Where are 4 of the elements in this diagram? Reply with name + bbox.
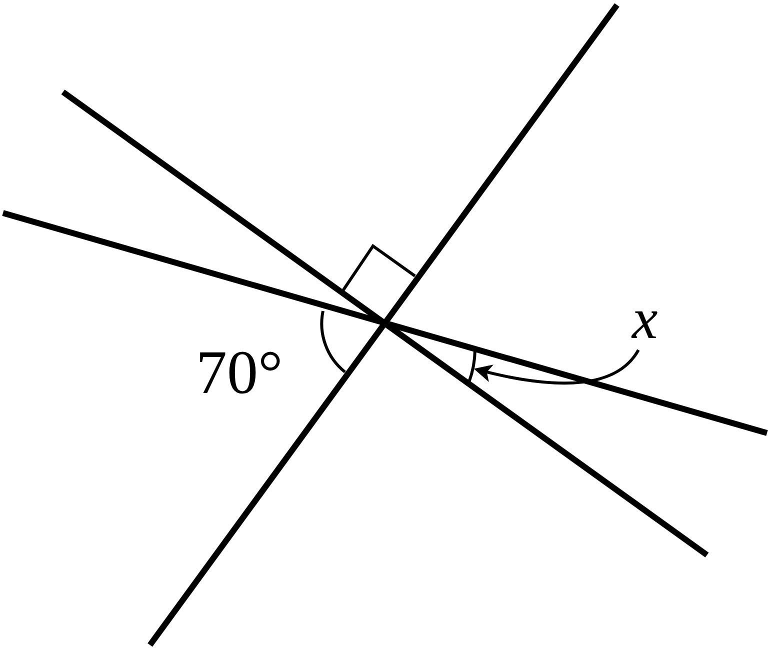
leader-arrow	[474, 349, 640, 385]
angle-label: 70°	[196, 342, 283, 404]
angle-label: x	[632, 290, 658, 348]
angle-arc	[468, 350, 476, 382]
